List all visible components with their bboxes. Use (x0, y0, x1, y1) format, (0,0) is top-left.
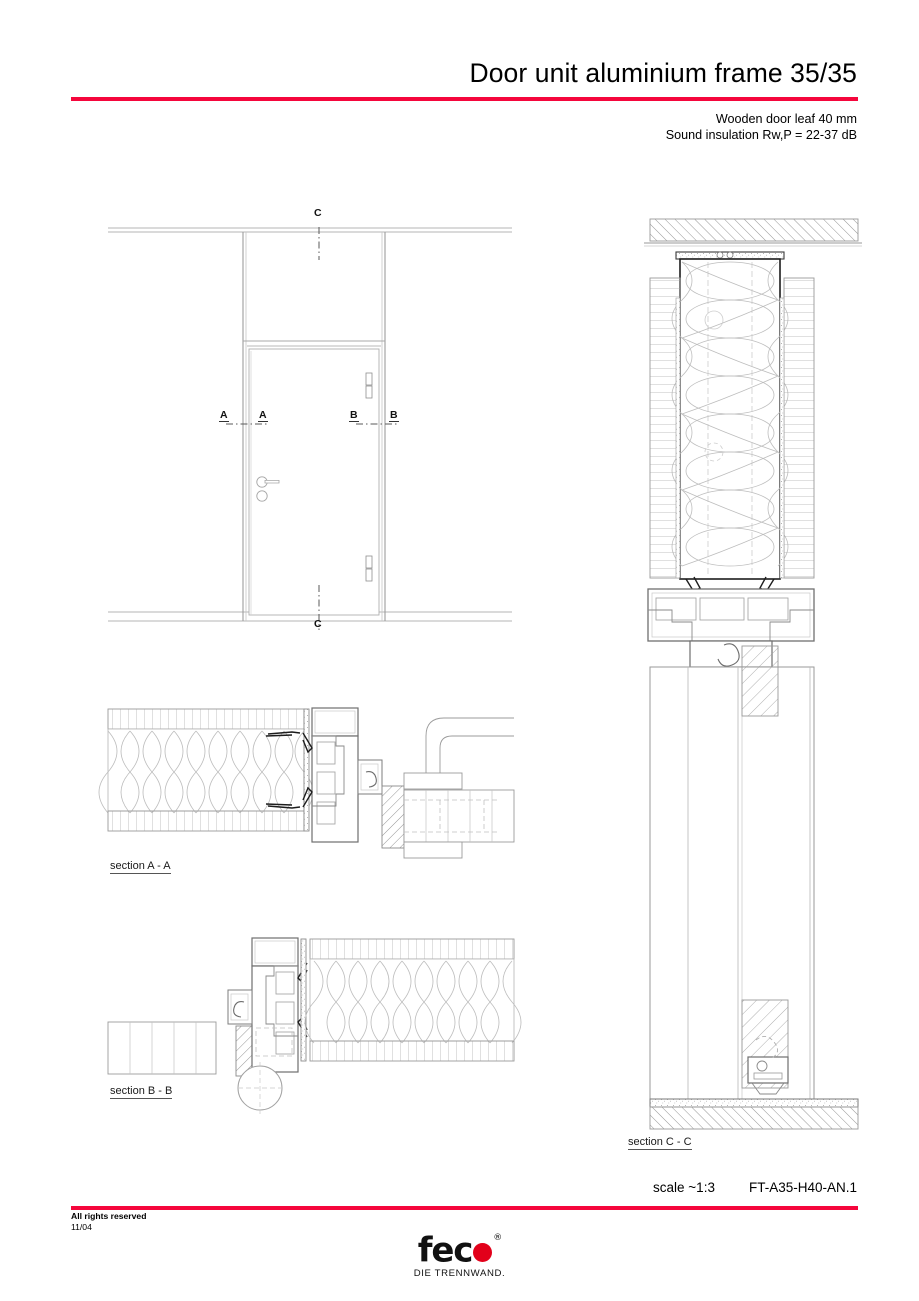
drawing-number: FT-A35-H40-AN.1 (748, 1180, 857, 1195)
header-accent-rule (71, 97, 858, 101)
section-mark-b-right: B (389, 409, 399, 422)
hinge-lower (365, 555, 373, 582)
section-a-a-label: section A - A (110, 860, 171, 874)
footer-scale-row: scale ~1:3 FT-A35-H40-AN.1 (653, 1180, 857, 1195)
footer-accent-rule (71, 1206, 858, 1210)
rights-text: All rights reserved (71, 1211, 147, 1221)
header-subtitle: Wooden door leaf 40 mm Sound insulation … (666, 112, 857, 143)
door-handle-section-a (403, 717, 514, 859)
door-handle-elevation (256, 476, 280, 502)
subtitle-line-1: Wooden door leaf 40 mm (715, 112, 857, 126)
elevation-view (108, 227, 512, 630)
hinge-barrel-section-b (237, 1062, 283, 1114)
subtitle-line-2: Sound insulation Rw,P = 22-37 dB (665, 127, 857, 142)
section-mark-a-right: A (258, 409, 268, 422)
section-mark-a-left: A (219, 409, 229, 422)
section-c-c-label: section C - C (628, 1136, 692, 1150)
aluminium-frame-profile-a (302, 707, 383, 843)
section-mark-b-left: B (349, 409, 359, 422)
feco-tagline: DIE TRENNWAND. (413, 1268, 506, 1280)
section-b-b-label: section B - B (110, 1085, 173, 1099)
page-header: Door unit aluminium frame 35/35 Wooden d… (0, 0, 919, 170)
page-footer: scale ~1:3 FT-A35-H40-AN.1 All rights res… (0, 1170, 919, 1301)
feco-letters: fec (417, 1230, 474, 1271)
rights-block: All rights reserved 11/04 (71, 1211, 146, 1232)
aluminium-frame-profile-b (227, 937, 308, 1073)
floor-threshold-detail (747, 1036, 789, 1095)
section-a-a-drawing (98, 707, 515, 859)
frame-head-profile (647, 588, 815, 668)
feco-logo: fec ® DIE TRENNWAND. (0, 1230, 919, 1279)
feco-wordmark: fec ® (417, 1230, 503, 1271)
feco-o-dot-icon (473, 1243, 493, 1263)
registered-trademark-icon: ® (493, 1233, 503, 1243)
hinge-upper (365, 372, 373, 399)
section-mark-c-bottom: C (314, 618, 322, 630)
section-c-c-drawing (644, 218, 862, 1130)
section-mark-c-top: C (314, 207, 322, 219)
page-title: Door unit aluminium frame 35/35 (469, 58, 857, 88)
section-b-b-drawing (107, 937, 522, 1114)
scale-value: scale ~1:3 (653, 1180, 715, 1195)
door-seals (265, 731, 301, 809)
revision-date: 11/04 (71, 1221, 92, 1232)
